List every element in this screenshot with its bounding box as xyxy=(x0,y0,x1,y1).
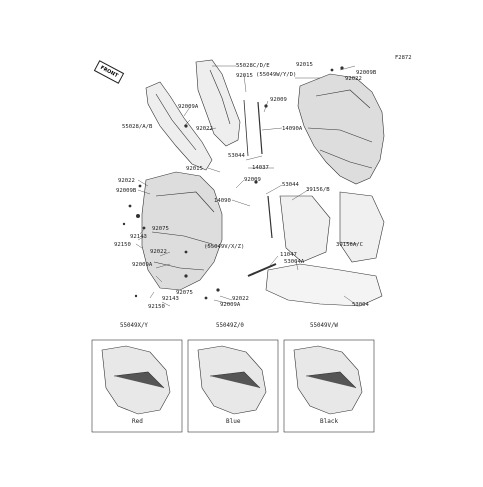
variant-frame-red xyxy=(91,339,183,433)
variant-color-red: Red xyxy=(132,418,143,425)
callout-92015-right: 92015 xyxy=(296,62,313,68)
callout-39156b: 39156/B xyxy=(306,187,330,193)
seal-53004 xyxy=(265,263,383,307)
callout-92009b-right: 92009B xyxy=(356,70,377,76)
callout-55049vxz: (55049V/X/Z) xyxy=(204,244,245,250)
callout-14037: 14037 xyxy=(252,165,269,171)
callout-92075-upper: 92075 xyxy=(152,226,169,232)
variant-part-red: 55049X/Y xyxy=(120,323,148,329)
callout-53044-upper: 53044 xyxy=(228,153,245,159)
variant-cowl-blue xyxy=(197,345,267,415)
callout-11047: 11047 xyxy=(280,252,297,258)
variant-frame-blue xyxy=(187,339,279,433)
callout-92022-upper: 92022 xyxy=(196,126,213,132)
variant-frame-black xyxy=(283,339,375,433)
callout-92022-mid: 92022 xyxy=(150,249,167,255)
lower-cowl-left xyxy=(141,171,223,291)
callout-55028cde: 55028C/D/E xyxy=(236,63,270,69)
variant-color-blue: Blue xyxy=(226,418,241,425)
callout-55028ab: 55028/A/B xyxy=(122,124,153,130)
variant-part-black: 55049V/W xyxy=(310,323,338,329)
callout-92150-upper: 92150 xyxy=(114,242,131,248)
callout-92022-lower: 92022 xyxy=(232,296,249,302)
callout-92009b-left: 92009B xyxy=(116,188,137,194)
callout-14090: 14090 xyxy=(214,198,231,204)
callout-92009a-lower: 92009A xyxy=(220,302,241,308)
callout-92143-lower: 92143 xyxy=(162,296,179,302)
variant-cowl-black xyxy=(293,345,363,415)
callout-92009a-mid: 92009A xyxy=(132,262,153,268)
callout-55049wyd: (55049W/Y/D) xyxy=(256,72,297,78)
variant-color-black: Black xyxy=(320,418,339,425)
callout-39156ac: 39156A/C xyxy=(336,242,363,248)
callout-92022-left: 92022 xyxy=(118,178,135,184)
callout-92015-top: 92015 xyxy=(236,73,253,79)
callout-92009-mid: 92009 xyxy=(270,97,287,103)
callout-53004a: 53004A xyxy=(284,259,305,265)
callout-53044-lower: 53044 xyxy=(282,182,299,188)
upper-inner-panel-right xyxy=(195,59,241,147)
callout-53004: 53004 xyxy=(352,302,369,308)
callout-92009-center: 92009 xyxy=(244,177,261,183)
callout-92150-lower: 92150 xyxy=(148,304,165,310)
callout-92143-upper: 92143 xyxy=(130,234,147,240)
variant-part-blue: 55049Z/0 xyxy=(216,323,244,329)
callout-92022-right: 92022 xyxy=(345,76,362,82)
callout-92015-left: 92015 xyxy=(186,166,203,172)
variant-cowl-red xyxy=(101,345,171,415)
callout-14090a: 14090A xyxy=(282,126,303,132)
figure-reference-code: F2872 xyxy=(395,55,412,61)
pad-39156-b xyxy=(279,195,331,263)
pad-39156a-c xyxy=(339,191,385,263)
callout-92009a-upper: 92009A xyxy=(178,104,199,110)
callout-92075-lower: 92075 xyxy=(176,290,193,296)
